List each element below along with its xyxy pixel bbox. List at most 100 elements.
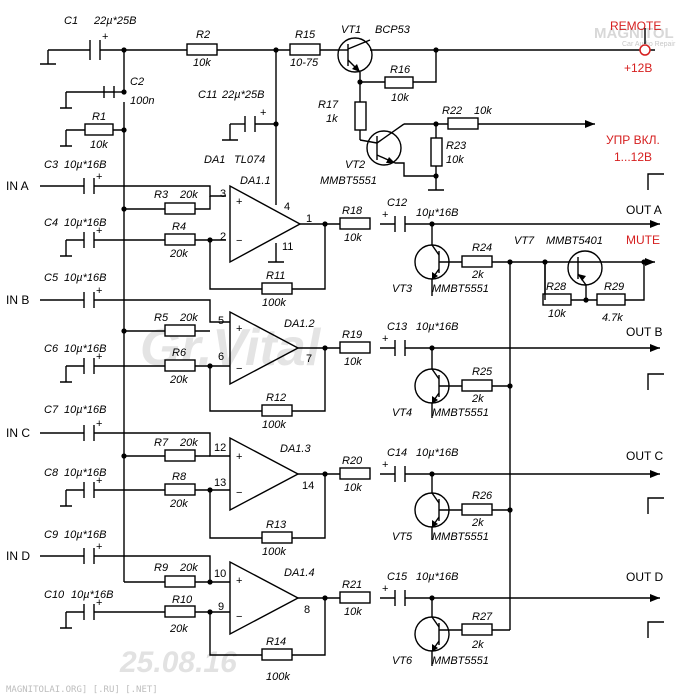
value-r24: 2k [471,269,484,281]
opamp-supply-wire [268,190,284,263]
date-watermark: 25.08.16 [119,646,237,679]
label-c5: C5 [44,272,59,284]
capacitor-c12 [394,216,406,232]
svg-text:+: + [382,209,388,221]
label-r1: R1 [92,111,106,123]
value-r8: 20k [169,498,188,510]
capacitor-c1 [89,40,101,60]
value-c13: 10µ*16В [416,321,458,333]
input-label-b[interactable]: IN B [6,293,29,307]
value-r3: 20k [179,189,198,201]
svg-text:12: 12 [214,442,226,454]
transistor-vt3 [414,244,462,280]
value-r16: 10k [391,92,409,104]
value-c3: 10µ*16В [64,159,106,171]
pin-da1-vn: 11 [282,241,293,253]
value-r12: 100k [262,419,286,431]
resistor-r26 [461,503,493,516]
svg-text:5: 5 [218,315,224,327]
label-r29: R29 [604,281,624,293]
ground-c1 [40,50,56,65]
value-r14: 100k [266,671,290,683]
capacitor-c10 [83,604,95,620]
label-c13: C13 [387,321,408,333]
label-r15: R15 [295,29,316,41]
transistor-vt2 [359,123,405,166]
label-vt3: VT3 [392,283,413,295]
resistor-r27 [461,623,493,636]
opamp-da1-1 [229,184,302,264]
label-r16: R16 [390,64,411,76]
label-c2: C2 [130,76,144,88]
svg-text:10: 10 [214,568,226,580]
transistor-vt5 [414,492,462,528]
pin-da1-1-n: 2 [220,231,226,243]
value-r6: 20k [169,374,188,386]
value-c4: 10µ*16В [64,217,106,229]
svg-text:+: + [96,541,102,553]
resistor-r8 [164,483,196,496]
label-r24: R24 [472,242,492,254]
terminal-icon [639,44,651,56]
resistor-r2 [186,43,218,56]
input-label-a[interactable]: IN A [6,179,29,193]
label-c10: C10 [44,589,65,601]
value-vt2: MMBT5551 [320,175,377,187]
label-c11: C11 [198,89,217,101]
output-label-a[interactable]: OUT A [626,203,662,217]
opamp-da1-3 [229,436,300,512]
label-r20: R20 [342,455,363,467]
resistor-r19 [339,341,371,354]
value-c14: 10µ*16В [416,447,458,459]
footer-text: MAGNITOLAI.ORG] [.RU] [.NET] [6,685,158,695]
value-r20: 10k [344,482,362,494]
label-c7: C7 [44,404,59,416]
value-r19: 10k [344,356,362,368]
resistor-r20 [339,467,371,480]
resistor-r13 [261,531,293,544]
resistor-r22 [447,117,479,130]
value-vt6: MMBT5551 [432,655,489,667]
label-r2: R2 [196,29,210,41]
svg-text:7: 7 [306,353,312,365]
output-label-b[interactable]: OUT B [626,325,662,339]
value-c15: 10µ*16В [416,571,458,583]
label-vt7: VT7 [514,235,535,247]
value-r21: 10k [344,606,362,618]
pin-da1-1-p: 3 [220,188,226,200]
output-label-c[interactable]: OUT C [626,449,663,463]
resistor-r3 [164,202,196,215]
resistor-r24 [461,255,493,268]
resistor-r17 [354,101,367,131]
value-r29: 4.7k [602,312,623,324]
svg-text:9: 9 [218,601,224,613]
label-r9: R9 [154,562,168,574]
value-c9: 10µ*16В [64,529,106,541]
value-c7: 10µ*16В [64,404,106,416]
value-r25: 2k [471,393,484,405]
transistor-vt4 [414,368,462,404]
sign-c11: + [260,107,266,119]
capacitor-c2 [103,86,115,98]
in-a-wire [40,185,226,197]
label-c12: C12 [387,197,407,209]
input-label-c[interactable]: IN C [6,426,30,440]
label-c14: C14 [387,447,407,459]
value-c5: 10µ*16В [64,272,106,284]
resistor-r21 [339,591,371,604]
value-c8: 10µ*16В [64,467,106,479]
label-r25: R25 [472,366,493,378]
capacitor-c15 [394,590,406,606]
r23-wire [428,123,444,191]
label-mute: MUTE [626,233,660,247]
label-plus12: +12В [624,61,652,75]
label-r27: R27 [472,611,493,623]
value-vt1: BCP53 [375,24,411,36]
svg-text:−: − [236,363,242,375]
label-r12: R12 [266,392,286,404]
resistor-r14 [261,648,293,661]
output-label-d[interactable]: OUT D [626,570,663,584]
label-da1-1: DA1.1 [240,175,271,187]
input-label-d[interactable]: IN D [6,549,30,563]
resistor-r16 [384,76,414,89]
